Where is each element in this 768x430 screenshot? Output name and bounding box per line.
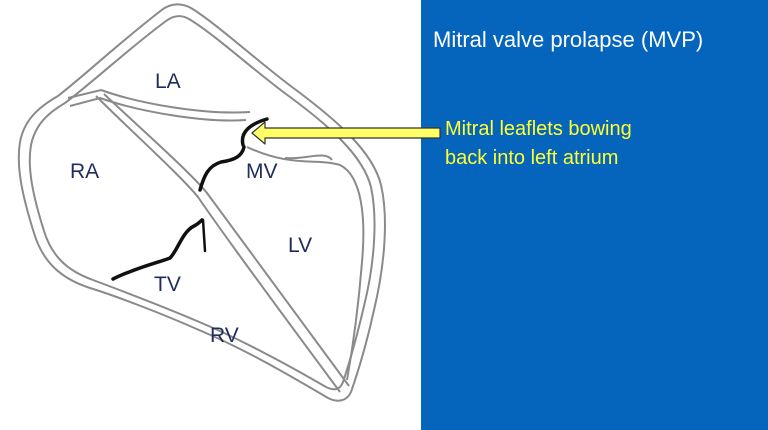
annotation-line-1: Mitral leaflets bowing bbox=[445, 118, 632, 140]
panel-title: Mitral valve prolapse (MVP) bbox=[433, 27, 703, 52]
label-rv: RV bbox=[210, 324, 239, 347]
label-la: LA bbox=[155, 70, 181, 93]
septum-left bbox=[95, 95, 341, 393]
label-lv: LV bbox=[288, 234, 312, 257]
arrow-left-icon bbox=[251, 121, 441, 145]
label-mv: MV bbox=[246, 160, 278, 183]
label-ra: RA bbox=[70, 160, 99, 183]
heart-outer-wall-inner bbox=[28, 15, 376, 391]
lv-inner-wall-a bbox=[246, 146, 365, 381]
heart-diagram: LA RA MV LV TV RV bbox=[17, 3, 386, 402]
tricuspid-leaflet bbox=[111, 218, 204, 281]
label-tv: TV bbox=[154, 273, 181, 296]
atrial-divider-upper bbox=[67, 88, 251, 114]
lv-inner-wall-b bbox=[284, 154, 333, 161]
title-panel bbox=[421, 0, 768, 430]
mitral-leaflet-posterior bbox=[240, 117, 269, 147]
atrial-divider-lower bbox=[69, 96, 247, 122]
mitral-leaflet-anterior bbox=[198, 145, 246, 192]
septum-right bbox=[103, 93, 350, 387]
tricuspid-leaflet-stub bbox=[201, 218, 207, 253]
annotation-line-2: back into left atrium bbox=[445, 147, 618, 169]
heart-outer-wall-outer bbox=[17, 3, 386, 402]
